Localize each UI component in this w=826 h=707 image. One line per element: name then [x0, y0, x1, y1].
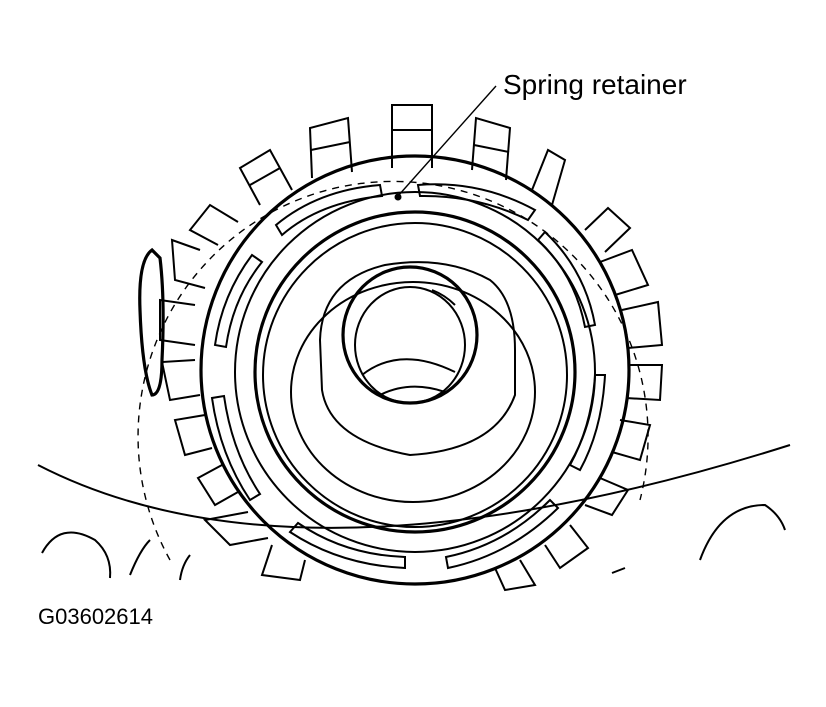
hub-step-lower [290, 281, 536, 503]
drum-side-tab [138, 247, 165, 397]
callout-leader-dot [394, 193, 402, 201]
hub-bore-highlight [431, 289, 456, 306]
housing-tick-right [611, 567, 626, 574]
housing-boss-right [699, 503, 786, 561]
housing-slot-left-2 [179, 554, 191, 581]
spring-retainer-outer-ring [199, 154, 631, 586]
hub-bore-depth [361, 358, 456, 376]
housing-slot-left [129, 539, 151, 576]
spring-retainer-inner-edge [234, 191, 596, 553]
hub-bore-bottom [379, 385, 446, 396]
hub-shoulder [319, 261, 516, 351]
hub-bore-inner [354, 286, 466, 404]
housing-arc [37, 444, 791, 529]
piston-ring-outer [253, 210, 577, 534]
callout-label-spring-retainer: Spring retainer [503, 69, 687, 100]
housing-boss-left [41, 531, 112, 579]
drum-outline-dashed [137, 180, 649, 561]
hub-shoulder-lower [319, 339, 516, 457]
piston-ring-inner [262, 222, 568, 528]
figure-id: G03602614 [38, 604, 153, 629]
drum-spline-teeth [159, 104, 664, 592]
retainer-slots [210, 183, 607, 570]
callout-leader-line [397, 85, 497, 197]
